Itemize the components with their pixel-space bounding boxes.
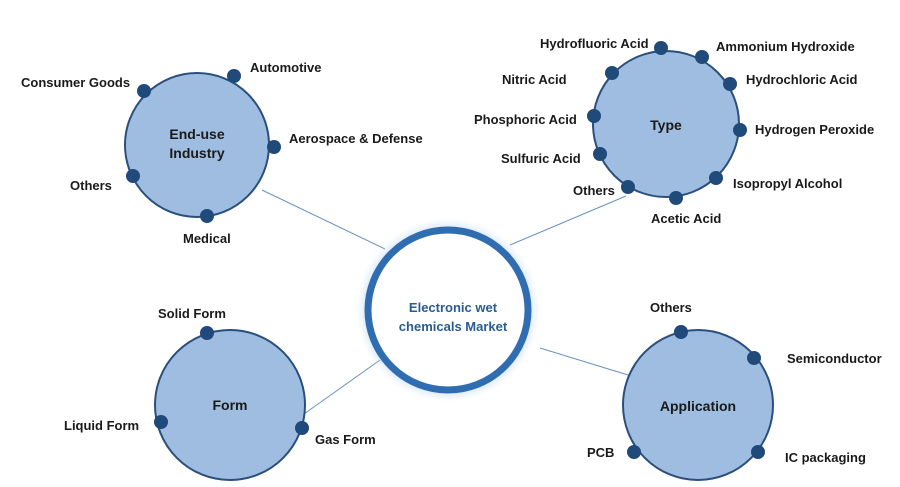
label-others-end-use: Others — [70, 178, 112, 193]
center-title-line2: chemicals Market — [399, 319, 508, 334]
dot-ic-packaging — [751, 445, 765, 459]
label-isopropyl-alcohol: Isopropyl Alcohol — [733, 176, 842, 191]
dot-automotive — [227, 69, 241, 83]
label-aerospace-defense: Aerospace & Defense — [289, 131, 423, 146]
label-medical: Medical — [183, 231, 231, 246]
node-end-use-industry: End-use Industry Consumer Goods Automoti… — [21, 60, 423, 246]
label-pcb: PCB — [587, 445, 614, 460]
label-hydrofluoric-acid: Hydrofluoric Acid — [540, 36, 649, 51]
connector-application — [539, 347, 629, 376]
dot-semiconductor — [747, 351, 761, 365]
dot-others-application — [674, 325, 688, 339]
node-type: Type Hydrofluoric Acid Ammonium Hydroxid… — [474, 36, 874, 226]
label-gas-form: Gas Form — [315, 432, 376, 447]
label-consumer-goods: Consumer Goods — [21, 75, 130, 90]
connector-form — [303, 359, 381, 415]
label-phosphoric-acid: Phosphoric Acid — [474, 112, 577, 127]
dot-phosphoric — [587, 109, 601, 123]
dot-gas-form — [295, 421, 309, 435]
label-hydrogen-peroxide: Hydrogen Peroxide — [755, 122, 874, 137]
dot-hydrochloric — [723, 77, 737, 91]
dot-nitric — [605, 66, 619, 80]
dot-others-end-use — [126, 169, 140, 183]
label-solid-form: Solid Form — [158, 306, 226, 321]
dot-isopropyl — [709, 171, 723, 185]
form-title: Form — [213, 397, 248, 413]
label-nitric-acid: Nitric Acid — [502, 72, 567, 87]
dot-medical — [200, 209, 214, 223]
label-acetic-acid: Acetic Acid — [651, 211, 721, 226]
end-use-title-line1: End-use — [169, 126, 224, 142]
connector-end-use — [261, 189, 386, 250]
dot-acetic — [669, 191, 683, 205]
label-sulfuric-acid: Sulfuric Acid — [501, 151, 581, 166]
connector-type — [509, 195, 627, 246]
application-title: Application — [660, 398, 736, 414]
dot-aerospace — [267, 140, 281, 154]
label-ammonium-hydroxide: Ammonium Hydroxide — [716, 39, 855, 54]
label-hydrochloric-acid: Hydrochloric Acid — [746, 72, 858, 87]
dot-solid-form — [200, 326, 214, 340]
connectors — [261, 189, 629, 415]
center-hub-ring — [364, 226, 532, 394]
dot-pcb — [627, 445, 641, 459]
type-title: Type — [650, 117, 682, 133]
node-circle-application — [622, 329, 774, 481]
dot-consumer-goods — [137, 84, 151, 98]
node-application: Application Others Semiconductor PCB IC … — [587, 300, 882, 481]
label-automotive: Automotive — [250, 60, 322, 75]
dot-sulfuric — [593, 147, 607, 161]
center-title-line1: Electronic wet — [409, 300, 498, 315]
node-circle-form — [154, 329, 306, 481]
dot-ammonium — [695, 50, 709, 64]
label-others-application: Others — [650, 300, 692, 315]
node-form: Form Solid Form Liquid Form Gas Form — [64, 306, 376, 481]
label-liquid-form: Liquid Form — [64, 418, 139, 433]
end-use-title-line2: Industry — [169, 145, 224, 161]
label-ic-packaging: IC packaging — [785, 450, 866, 465]
dot-liquid-form — [154, 415, 168, 429]
dot-others-type — [621, 180, 635, 194]
dot-hydrogen-peroxide — [733, 123, 747, 137]
label-others-type: Others — [573, 183, 615, 198]
label-semiconductor: Semiconductor — [787, 351, 882, 366]
center-hub: Electronic wet chemicals Market — [356, 218, 540, 402]
dot-hydrofluoric — [654, 41, 668, 55]
